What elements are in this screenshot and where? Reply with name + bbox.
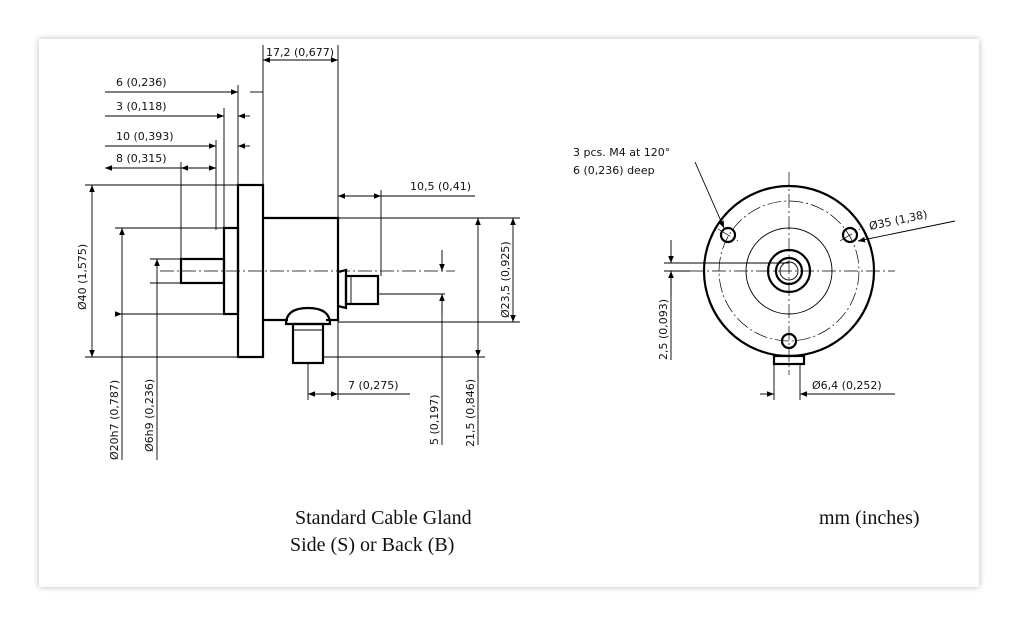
dim-dia-20h7: Ø20h7 (0,787) (108, 380, 121, 460)
caption-subtitle: Side (S) or Back (B) (290, 534, 454, 556)
side-gland-nut (284, 306, 332, 326)
dim-8: 8 (0,315) (116, 152, 167, 165)
dim-dia-40: Ø40 (1,575) (76, 244, 89, 310)
dim-7: 7 (0,275) (348, 379, 399, 392)
dim-2-5: 2,5 (0,093) (657, 299, 670, 360)
drawing-panel (39, 39, 979, 587)
dim-10: 10 (0,393) (116, 130, 174, 143)
gland-stub (772, 354, 806, 366)
shaft (179, 257, 226, 285)
dim-10-5: 10,5 (0,41) (410, 180, 471, 193)
dim-dia-6h9: Ø6h9 (0,236) (143, 379, 156, 452)
dim-dia-35: Ø35 (1,38) (868, 208, 929, 233)
mount-hole (841, 226, 859, 244)
note-thread: 3 pcs. M4 at 120° (573, 146, 670, 159)
back-gland-base (337, 268, 348, 310)
dim-21-5: 21,5 (0,846) (464, 379, 477, 447)
dim-dia-6-4: Ø6,4 (0,252) (812, 379, 882, 392)
back-gland (344, 274, 380, 306)
dim-dia-23-5: Ø23,5 (0,925) (499, 241, 512, 318)
dim-5: 5 (0,197) (428, 394, 441, 445)
side-view (85, 45, 520, 460)
front-view (664, 161, 956, 400)
note-depth: 6 (0,236) deep (573, 164, 655, 177)
housing (263, 216, 340, 322)
dim-17-2: 17,2 (0,677) (266, 46, 334, 59)
caption-title: Standard Cable Gland (295, 507, 472, 529)
dim-3: 3 (0,118) (116, 100, 167, 113)
dim-6: 6 (0,236) (116, 76, 167, 89)
mount-hole (719, 226, 737, 244)
caption-units: mm (inches) (819, 507, 920, 529)
bolt-circle (718, 200, 860, 342)
